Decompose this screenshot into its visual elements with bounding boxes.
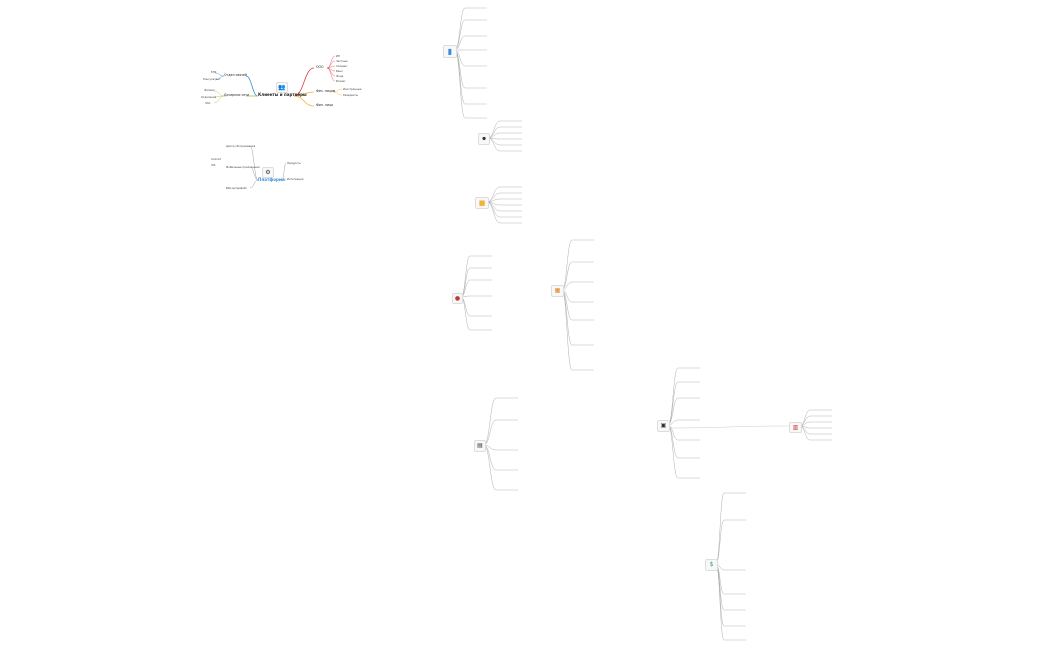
branch-line-relations <box>245 75 259 97</box>
branch-line-phys2 <box>293 95 315 107</box>
tree-branch-line <box>667 367 679 426</box>
branch-phys[interactable]: Физ. лицам <box>316 89 336 93</box>
leaf[interactable]: Филиал <box>204 89 215 92</box>
leaf[interactable]: Продукты <box>287 162 301 165</box>
money-icon[interactable]: $ <box>705 559 718 571</box>
tree-branch-line <box>561 289 573 346</box>
car-icon[interactable]: ■ <box>475 197 489 209</box>
leaf-line <box>213 95 225 104</box>
tree-branch-line <box>460 255 471 298</box>
tree-branch-line <box>561 289 573 371</box>
branch-ooo[interactable]: ООО <box>316 65 324 69</box>
person-icon[interactable]: ● <box>452 293 463 304</box>
leaf[interactable]: Фонд <box>336 75 344 78</box>
leaf[interactable]: Мобильные приложения <box>226 166 260 169</box>
leaf-line <box>281 162 287 181</box>
leaf[interactable]: Частные <box>336 60 348 63</box>
leaf[interactable]: Отделения <box>201 96 217 99</box>
tree-branch-line <box>454 49 466 119</box>
leaf-line <box>326 67 336 82</box>
tree-branch-line <box>715 563 725 627</box>
tree-branch-line <box>483 397 497 446</box>
tree-branch-line <box>715 492 725 565</box>
leaf[interactable]: Интеграции <box>287 178 304 181</box>
leaf-line <box>281 178 287 181</box>
leaf[interactable]: Банк <box>336 70 343 73</box>
leaf[interactable]: Холдинг <box>336 65 348 68</box>
fingerprint-icon[interactable]: ⚫ <box>478 133 490 145</box>
basket-icon[interactable]: ▣ <box>657 420 670 432</box>
leaf[interactable]: ЗАО <box>205 102 211 105</box>
central-topic-clients[interactable]: Клиенты и партнёры <box>258 92 307 97</box>
branch-phys2[interactable]: Фил. лица <box>316 103 334 107</box>
leaf[interactable]: ЕЛК <box>211 71 217 74</box>
leaf[interactable]: Иностранные <box>343 88 362 91</box>
people-icon: 👥 <box>276 82 288 93</box>
central-topic-platform[interactable]: Платформа <box>258 177 285 182</box>
bar-chart-icon[interactable]: ▮ <box>443 45 457 58</box>
calendar-icon[interactable]: ▦ <box>551 285 564 297</box>
leaf[interactable]: Центр обслуживания <box>226 145 256 148</box>
leaf[interactable]: ИП <box>336 55 340 58</box>
branch-relations[interactable]: Отдел связей <box>224 73 247 77</box>
cross-link-line <box>667 425 790 429</box>
network-icon: ⚙ <box>262 167 274 178</box>
leaf-line <box>332 91 343 96</box>
branch-subsidiaries[interactable]: Дочерние сети <box>224 93 250 97</box>
tree-branch-line <box>715 563 725 641</box>
leaf[interactable]: iOS <box>211 164 216 167</box>
leaf-line <box>249 145 259 181</box>
leaf-line <box>249 166 259 181</box>
leaf[interactable]: Резиденты <box>343 94 358 97</box>
leaf[interactable]: Веб-интерфейс <box>226 187 247 190</box>
document-icon[interactable]: ▤ <box>474 440 486 452</box>
branch-line-ooo <box>293 67 315 97</box>
leaf[interactable]: Бизнес <box>336 80 346 83</box>
tree-branch-line <box>667 381 679 426</box>
leaf-line <box>214 75 225 81</box>
tree-branch-line <box>483 444 497 491</box>
leaf-line <box>249 179 259 189</box>
leaf[interactable]: Android <box>211 158 222 161</box>
book-icon[interactable]: ▥ <box>789 422 802 433</box>
leaf[interactable]: Консультант <box>203 78 221 81</box>
tree-branch-line <box>454 7 466 51</box>
